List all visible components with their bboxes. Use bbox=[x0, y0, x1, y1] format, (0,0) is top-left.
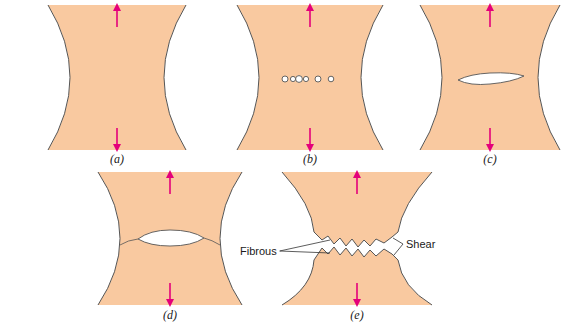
panel-caption: (b) bbox=[303, 152, 317, 167]
microvoid bbox=[290, 76, 295, 81]
crack bbox=[458, 73, 524, 85]
region-label: Shear bbox=[406, 238, 435, 250]
fracture-piece bbox=[282, 172, 432, 247]
microvoid bbox=[282, 76, 288, 82]
load-arrow bbox=[356, 283, 358, 303]
fracture-surface bbox=[282, 247, 432, 305]
specimen-edge bbox=[164, 5, 186, 150]
load-arrow bbox=[489, 7, 491, 27]
panel-caption: (c) bbox=[483, 152, 496, 167]
load-arrow bbox=[309, 128, 311, 148]
specimen-body bbox=[48, 5, 186, 150]
crack bbox=[138, 230, 204, 246]
microvoid bbox=[315, 76, 321, 82]
specimen-edge bbox=[361, 5, 383, 150]
specimen-edge bbox=[420, 5, 442, 150]
specimen-body bbox=[98, 172, 242, 305]
specimen-edge bbox=[98, 172, 120, 305]
panel-caption: (d) bbox=[163, 308, 177, 323]
leader-line bbox=[280, 251, 330, 253]
specimen-edge bbox=[538, 5, 560, 150]
load-arrow bbox=[356, 174, 358, 194]
load-arrow bbox=[116, 128, 118, 148]
fracture-piece bbox=[282, 247, 432, 305]
load-arrow bbox=[169, 283, 171, 303]
load-arrow bbox=[489, 128, 491, 148]
shear-line bbox=[120, 239, 138, 245]
panel-caption: (a) bbox=[110, 152, 124, 167]
leader-line bbox=[394, 244, 403, 255]
specimen-edge bbox=[237, 5, 259, 150]
microvoid bbox=[303, 76, 308, 81]
fracture-surface bbox=[282, 172, 432, 247]
specimen-body bbox=[237, 5, 383, 150]
region-label: Fibrous bbox=[240, 245, 277, 257]
microvoid bbox=[328, 76, 334, 82]
leader-line bbox=[393, 238, 403, 244]
panel-caption: (e) bbox=[350, 308, 363, 323]
microvoid bbox=[296, 76, 303, 83]
leader-line bbox=[280, 240, 330, 251]
load-arrow bbox=[116, 7, 118, 27]
specimen-body bbox=[420, 5, 560, 150]
specimen-edge bbox=[48, 5, 70, 150]
shear-line bbox=[204, 238, 220, 245]
load-arrow bbox=[309, 7, 311, 27]
specimen-edge bbox=[220, 172, 242, 305]
load-arrow bbox=[169, 174, 171, 194]
